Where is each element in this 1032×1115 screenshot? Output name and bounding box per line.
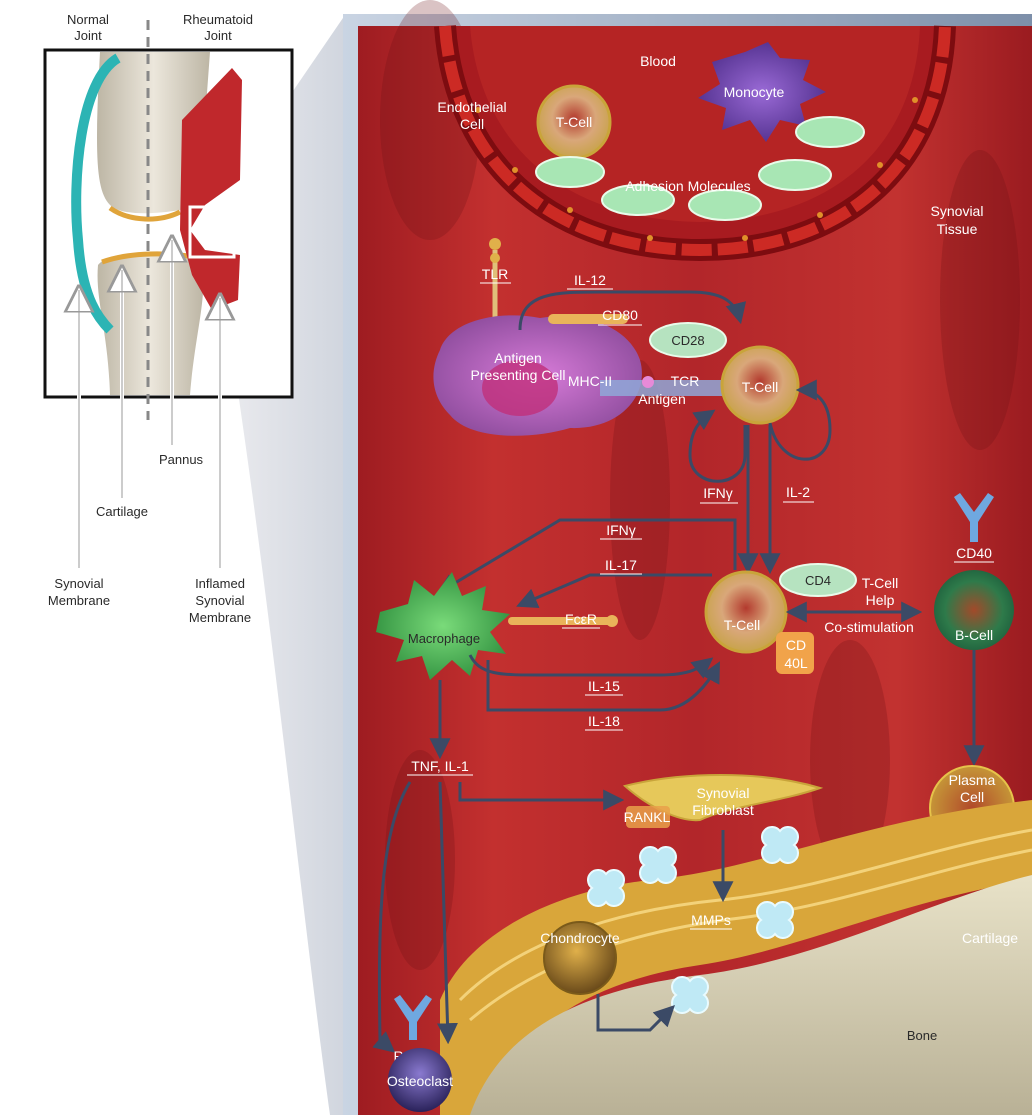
tibia	[98, 253, 204, 395]
tcr-label: TCR	[671, 373, 700, 389]
cd28-label: CD28	[671, 333, 704, 348]
fcer-marker	[508, 617, 616, 625]
mmps-label: MMPs	[691, 912, 731, 928]
tnf-il1-label: TNF, IL-1	[411, 758, 469, 774]
il17-label: IL-17	[605, 557, 637, 573]
fcer-label: FcεR	[565, 611, 597, 627]
il12-label: IL-12	[574, 272, 606, 288]
cartilage-label: Cartilage	[962, 930, 1018, 946]
pannus-label: Pannus	[159, 452, 204, 467]
osteoclast-label: Osteoclast	[387, 1073, 453, 1089]
ifn-gamma-loop-label: IFNγ	[703, 485, 733, 501]
activated-t-cell-label: T-Cell	[742, 379, 779, 395]
chondrocyte-label: Chondrocyte	[540, 930, 620, 946]
blood-label: Blood	[640, 53, 676, 69]
co-stimulation-label: Co-stimulation	[824, 619, 913, 635]
vessel-t-cell-label: T-Cell	[556, 114, 593, 130]
antigen-label: Antigen	[638, 391, 685, 407]
antigen-peptide-icon	[642, 376, 654, 388]
ifn-gamma-macrophage-label: IFNγ	[606, 522, 636, 538]
il15-label: IL-15	[588, 678, 620, 694]
cd80-label: CD80	[602, 307, 638, 323]
tlr-label: TLR	[482, 266, 508, 282]
bone-label: Bone	[907, 1028, 937, 1043]
il2-loop-label: IL-2	[786, 484, 810, 500]
il18-label: IL-18	[588, 713, 620, 729]
macrophage-label: Macrophage	[408, 631, 480, 646]
b-cell-label: B-Cell	[955, 627, 993, 643]
fcer-head-icon	[606, 615, 618, 627]
cd4-t-cell	[706, 572, 786, 652]
cartilage-inset-label: Cartilage	[96, 504, 148, 519]
monocyte-label: Monocyte	[724, 84, 785, 100]
rankl-label: RANKL	[624, 809, 671, 825]
cd4-label: CD4	[805, 573, 831, 588]
cd4-t-cell-label: T-Cell	[724, 617, 761, 633]
cd40-label: CD40	[956, 545, 992, 561]
mhc-ii-label: MHC-II	[568, 373, 612, 389]
adhesion-molecules-label: Adhesion Molecules	[625, 178, 750, 194]
